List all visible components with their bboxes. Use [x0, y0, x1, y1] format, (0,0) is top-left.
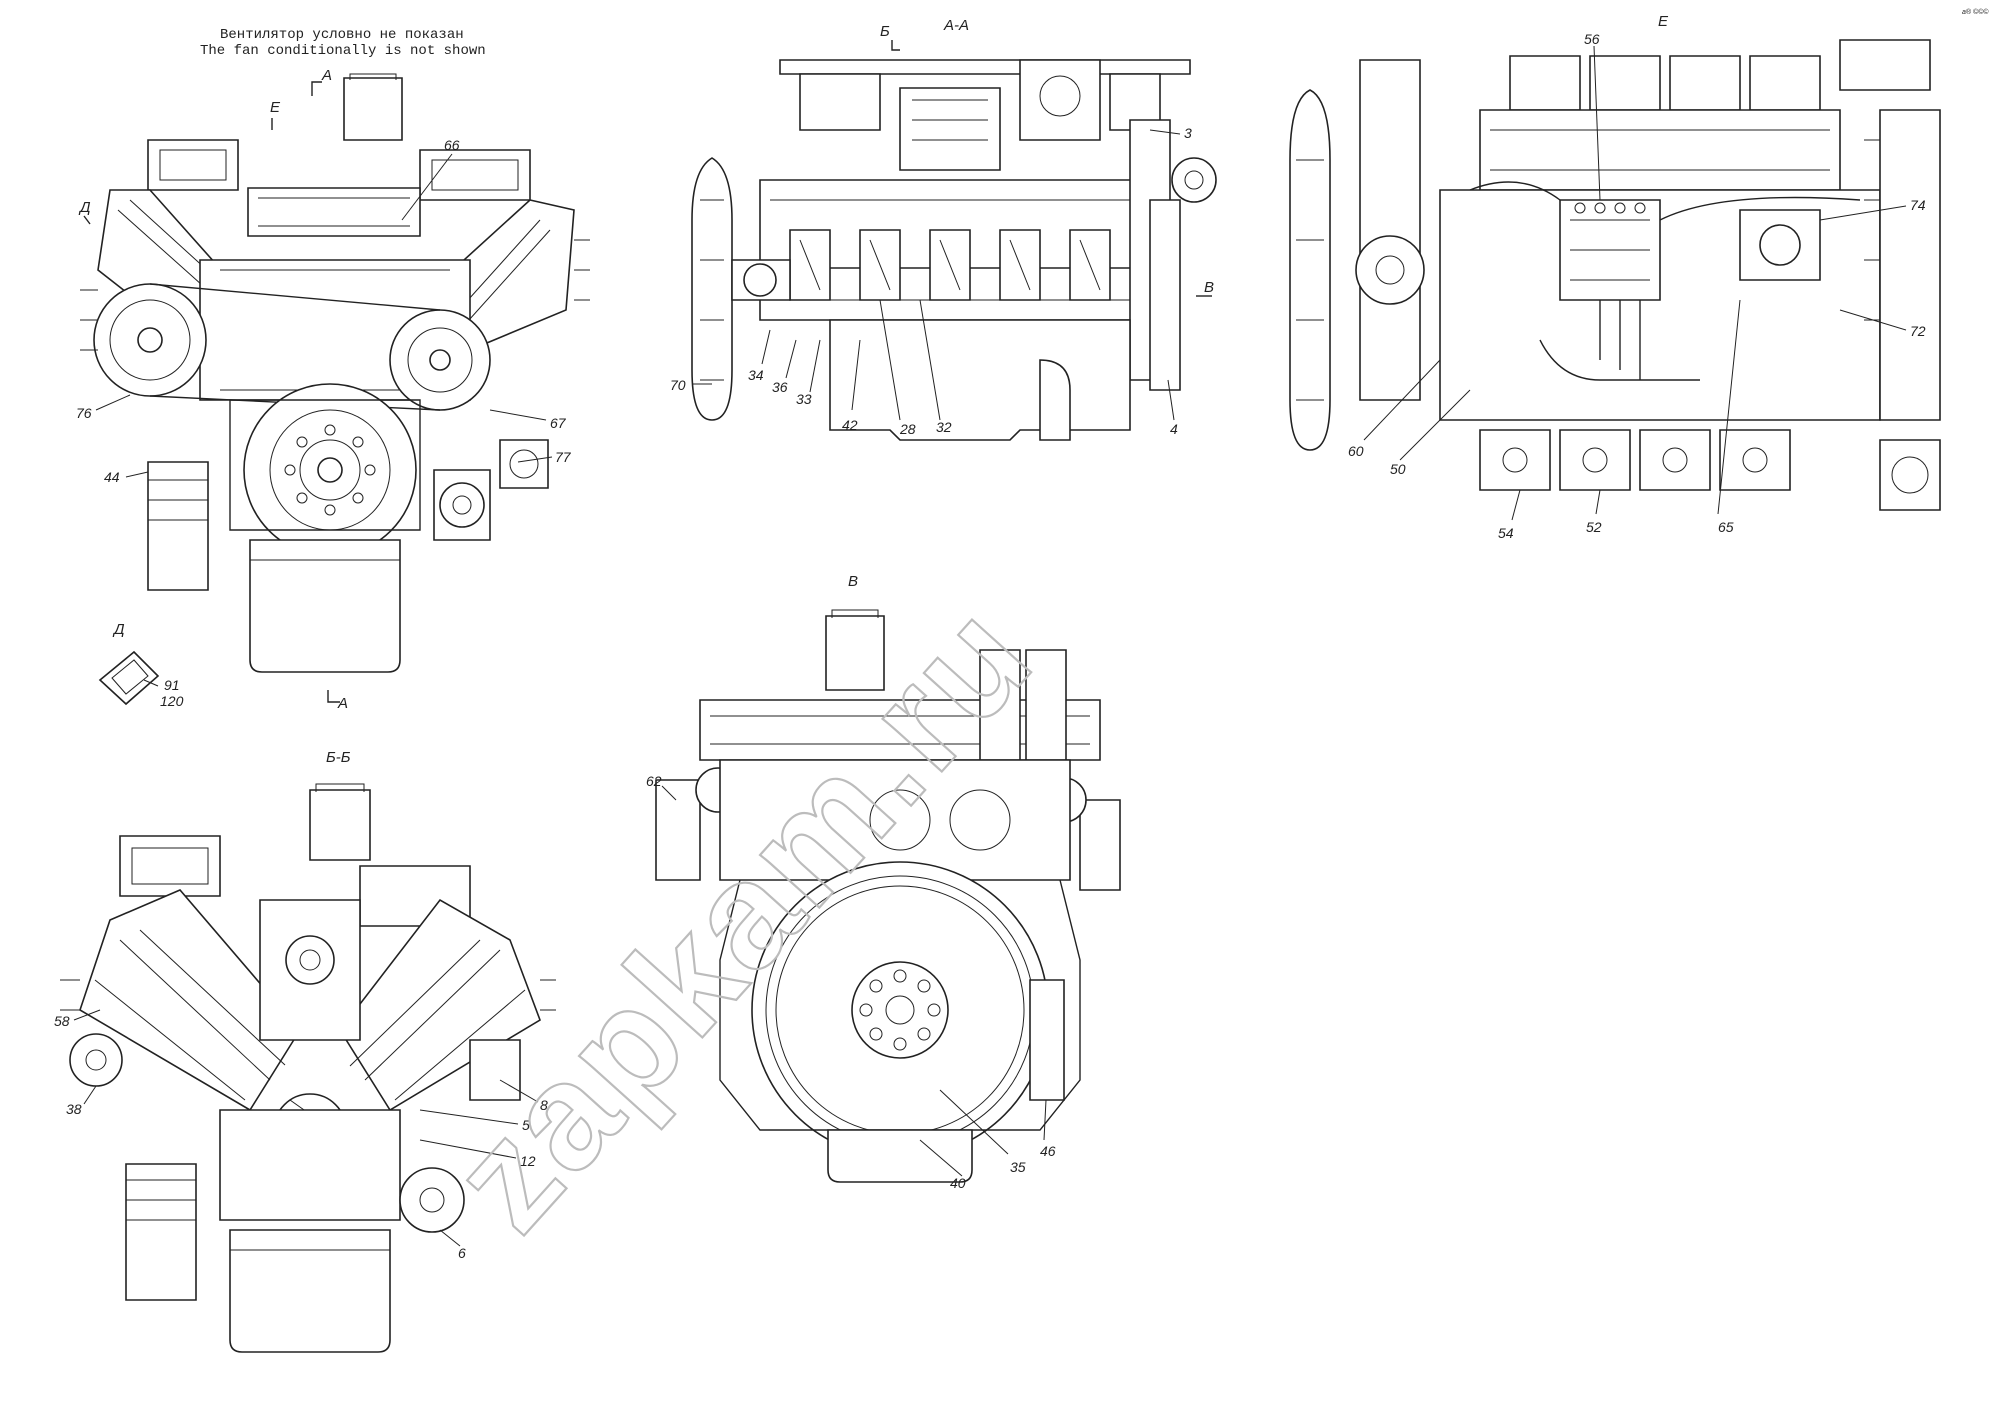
section-bb-view: Б-Б 58 38 — [54, 749, 556, 1353]
aa-sec-b-top: Б — [880, 23, 890, 40]
aa-title: А-А — [943, 17, 969, 34]
callout-120: 120 — [160, 693, 184, 709]
callout-91: 91 — [164, 677, 180, 693]
callout-35: 35 — [1010, 1159, 1026, 1175]
callout-76: 76 — [76, 405, 92, 421]
view-v-rear: В — [646, 573, 1121, 1191]
callout-50: 50 — [1390, 461, 1406, 477]
view-e: Е — [1289, 13, 1941, 541]
callout-44: 44 — [104, 469, 120, 485]
callout-66: 66 — [444, 137, 460, 153]
bb-title: Б-Б — [326, 749, 351, 766]
callout-42: 42 — [842, 417, 858, 433]
callout-62: 62 — [646, 773, 662, 789]
callout-54: 54 — [1498, 525, 1514, 541]
aa-sec-v: В — [1204, 279, 1214, 296]
callout-65: 65 — [1718, 519, 1734, 535]
e-view-title: Е — [1658, 13, 1669, 30]
callout-8: 8 — [540, 1097, 548, 1113]
callout-6: 6 — [458, 1245, 466, 1261]
front-sec-e: Е — [270, 99, 281, 116]
callout-56: 56 — [1584, 31, 1600, 47]
callout-46: 46 — [1040, 1143, 1056, 1159]
front-sec-a-bottom: А — [337, 695, 348, 712]
front-view: А Е Д А — [76, 67, 590, 712]
note-ru: Вентилятор условно не показан — [220, 27, 464, 43]
callout-60: 60 — [1348, 443, 1364, 459]
callout-52: 52 — [1586, 519, 1602, 535]
callout-74: 74 — [1910, 197, 1926, 213]
callout-36: 36 — [772, 379, 788, 395]
callout-34: 34 — [748, 367, 764, 383]
callout-70: 70 — [670, 377, 686, 393]
callout-77: 77 — [555, 449, 572, 465]
callout-33: 33 — [796, 391, 812, 407]
front-sec-d: Д — [78, 199, 91, 216]
callout-5: 5 — [522, 1117, 530, 1133]
corner-mark: a® ©©© — [1962, 8, 1989, 16]
callout-12: 12 — [520, 1153, 536, 1169]
rear-title: В — [848, 573, 858, 590]
callout-72: 72 — [1910, 323, 1926, 339]
callout-38: 38 — [66, 1101, 82, 1117]
callout-40: 40 — [950, 1175, 966, 1191]
section-aa-view: А-А Б Б В — [670, 17, 1217, 441]
d-view-title: Д — [112, 621, 125, 638]
callout-32: 32 — [936, 419, 952, 435]
front-sec-a-top: А — [321, 67, 332, 84]
callout-3: 3 — [1184, 125, 1192, 141]
callout-4: 4 — [1170, 421, 1178, 437]
callout-58: 58 — [54, 1013, 70, 1029]
callout-28: 28 — [899, 421, 916, 437]
note-en: The fan conditionally is not shown — [200, 43, 486, 59]
callout-67: 67 — [550, 415, 567, 431]
